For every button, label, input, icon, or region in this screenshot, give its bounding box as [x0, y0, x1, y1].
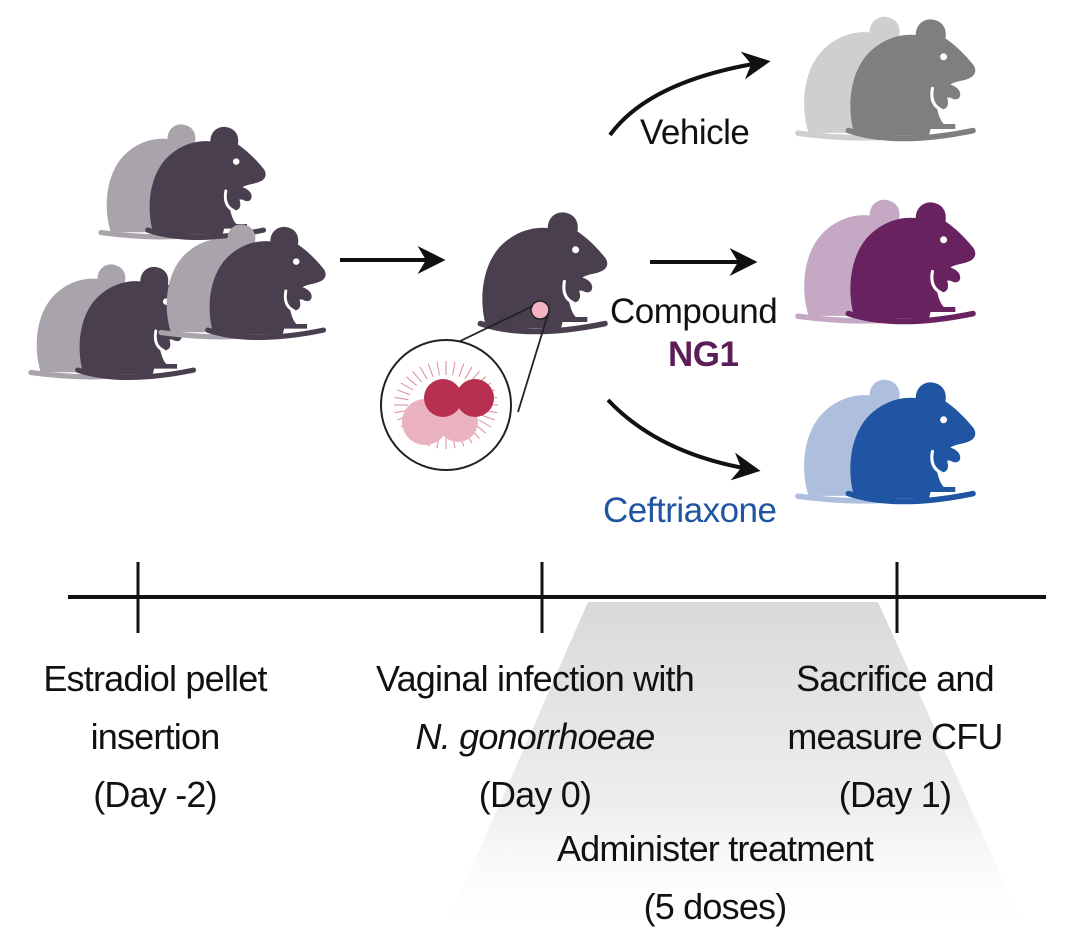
- pilus: [419, 366, 428, 380]
- event-infection: Vaginal infection with N. gonorrhoeae (D…: [330, 650, 740, 824]
- pilus: [452, 361, 456, 376]
- pilus: [427, 363, 434, 377]
- pilus: [405, 376, 418, 387]
- ng1-label: NG1: [668, 335, 739, 374]
- mouse-ceftriaxone-tail: [845, 490, 976, 505]
- mouse-vehicle-eye: [940, 53, 948, 61]
- mouse-left-right-tail: [205, 327, 327, 340]
- pilus: [478, 419, 492, 428]
- mouse-left-right-eye: [292, 258, 300, 265]
- pilus: [396, 389, 411, 396]
- mouse-ceftriaxone: [795, 379, 976, 505]
- mouse-left-right-arm-line: [283, 289, 296, 312]
- zoom-line-left: [451, 305, 534, 346]
- arrow-to-vehicle: [608, 51, 771, 137]
- event-estradiol-line2: insertion: [90, 716, 221, 757]
- mouse-left-top: [98, 124, 267, 240]
- mouse-left-bottom-tail: [75, 367, 197, 380]
- bacterium-dark-2: [456, 379, 494, 417]
- pilus: [458, 363, 465, 377]
- mouse-left-right: [158, 224, 327, 340]
- treatment-label: Administer treatment (5 doses): [480, 820, 950, 936]
- mouse-compound-ng1: [795, 199, 976, 325]
- event-sacrifice-line1: Sacrifice and: [796, 658, 995, 699]
- bacteria-inset: [380, 339, 512, 471]
- event-infection-line3: (Day 0): [478, 774, 592, 815]
- pilus: [436, 361, 440, 376]
- treatment-window: [440, 602, 1030, 940]
- event-estradiol-line3: (Day -2): [93, 774, 217, 815]
- mouse-left-top-eye: [232, 158, 240, 165]
- mouse-infected-arm-line: [562, 279, 575, 305]
- pilus: [481, 414, 496, 421]
- vehicle-label: Vehicle: [640, 113, 750, 152]
- mouse-vehicle-arm-line: [930, 86, 943, 112]
- event-estradiol: Estradiol pellet insertion (Day -2): [5, 650, 305, 824]
- event-estradiol-line1: Estradiol pellet: [43, 658, 267, 699]
- mouse-compound-ng1-arm-line: [930, 269, 943, 295]
- event-sacrifice-line3: (Day 1): [838, 774, 952, 815]
- pilus: [394, 396, 409, 401]
- mouse-ceftriaxone-eye: [940, 416, 948, 424]
- mouse-ceftriaxone-arm-line: [930, 449, 943, 475]
- mouse-left-bottom-arm-line: [153, 329, 166, 352]
- ceftriaxone-label: Ceftriaxone: [603, 491, 777, 530]
- event-sacrifice: Sacrifice and measure CFU (Day 1): [745, 650, 1045, 824]
- infection-site: [530, 300, 550, 320]
- mouse-vehicle: [795, 16, 976, 142]
- event-sacrifice-line2: measure CFU: [787, 716, 1003, 757]
- pilus: [400, 382, 414, 391]
- pilus: [412, 370, 422, 383]
- event-infection-line2: N. gonorrhoeae: [415, 716, 656, 757]
- pilus: [464, 366, 473, 380]
- mouse-compound-ng1-tail: [845, 310, 976, 325]
- mouse-infected-eye: [572, 246, 580, 254]
- zoom-line-right: [517, 313, 549, 413]
- arrow-to-ceftriaxone: [606, 398, 761, 481]
- treatment-line2: (5 doses): [643, 886, 788, 927]
- bacterium-dark-1: [424, 379, 462, 417]
- event-infection-line1: Vaginal infection with: [376, 658, 695, 699]
- compound-label: Compound: [610, 292, 778, 331]
- mouse-left-top-arm-line: [223, 189, 236, 212]
- mouse-compound-ng1-eye: [940, 236, 948, 244]
- treatment-line1: Administer treatment: [556, 828, 874, 869]
- mouse-left-bottom: [28, 264, 197, 380]
- mouse-vehicle-tail: [845, 127, 976, 142]
